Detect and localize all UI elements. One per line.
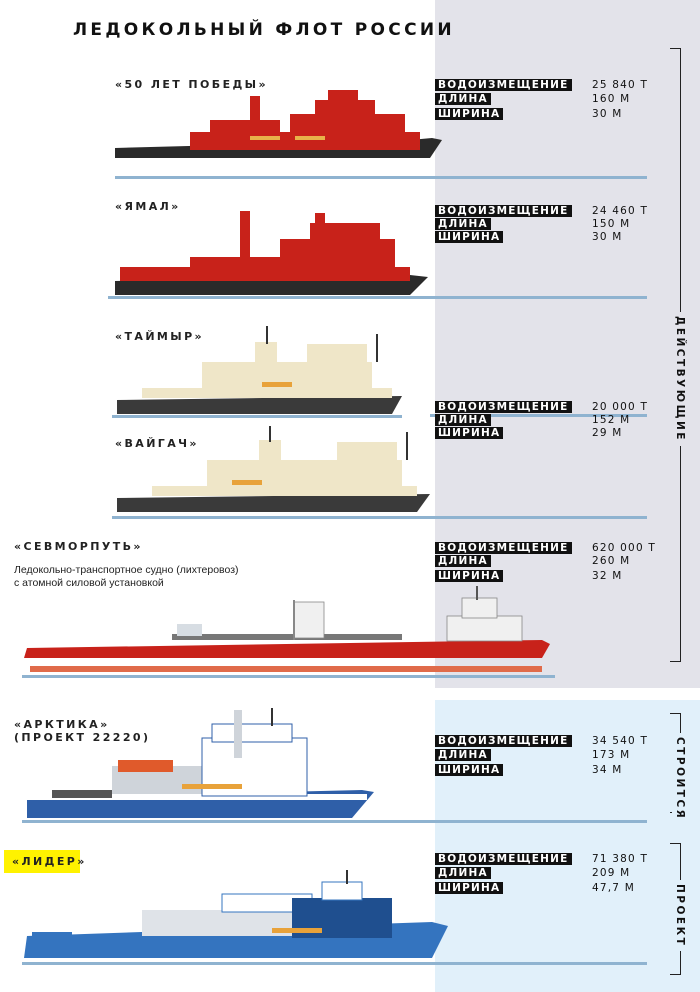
- spec-displacement-value: 34 540 Т: [592, 735, 649, 747]
- spec-label-length: ДЛИНА: [435, 218, 491, 230]
- spec-label-displacement: ВОДОИЗМЕЩЕНИЕ: [435, 542, 572, 554]
- ship-illustration-yamal: [115, 211, 428, 295]
- spec-width-value: 32 М: [592, 570, 623, 582]
- spec-length-value: 260 М: [592, 555, 631, 567]
- ship-description-line2: с атомной силовой установкой: [14, 577, 164, 589]
- waterline: [108, 296, 647, 299]
- group-label-active: ДЕЙСТВУЮЩИЕ: [672, 312, 688, 446]
- ship-description-line1: Ледокольно-транспортное судно (лихтерово…: [14, 564, 239, 576]
- spec-label-width: ШИРИНА: [435, 231, 504, 243]
- spec-width-value: 29 М: [592, 427, 623, 439]
- waterline: [115, 176, 647, 179]
- spec-label-width: ШИРИНА: [435, 764, 504, 776]
- spec-label-displacement: ВОДОИЗМЕЩЕНИЕ: [435, 401, 572, 413]
- spec-length-value: 152 М: [592, 414, 631, 426]
- spec-label-width: ШИРИНА: [435, 427, 504, 439]
- spec-length-value: 209 М: [592, 867, 631, 879]
- spec-label-length: ДЛИНА: [435, 749, 491, 761]
- waterline: [112, 415, 402, 418]
- spec-displacement-value: 620 000 Т: [592, 542, 656, 554]
- spec-width-value: 30 М: [592, 108, 623, 120]
- ship-illustration-lider: [24, 870, 448, 958]
- spec-label-displacement: ВОДОИЗМЕЩЕНИЕ: [435, 735, 572, 747]
- group-label-project: ПРОЕКТ: [672, 880, 688, 952]
- ship-illustration-vaigach: [117, 426, 430, 512]
- ship-project-arktika: (ПРОЕКТ 22220): [14, 731, 151, 744]
- spec-length-value: 173 М: [592, 749, 631, 761]
- spec-label-width: ШИРИНА: [435, 108, 504, 120]
- spec-width-value: 34 М: [592, 764, 623, 776]
- ship-illustration-arktika: [27, 708, 374, 818]
- group-label-building: СТРОИТСЯ: [672, 733, 688, 825]
- ship-name-50-let-pobedy: «50 ЛЕТ ПОБЕДЫ»: [115, 78, 268, 91]
- future-fleet-panel: [435, 700, 700, 992]
- highlight-marker: [4, 850, 80, 873]
- waterline: [22, 675, 555, 678]
- spec-length-value: 150 М: [592, 218, 631, 230]
- ship-illustration-50-let-pobedy: [115, 90, 442, 158]
- spec-label-width: ШИРИНА: [435, 882, 504, 894]
- ship-name-arktika: «АРКТИКА»: [14, 718, 110, 731]
- ship-name-taimyr: «ТАЙМЫР»: [115, 330, 205, 343]
- spec-width-value: 47,7 М: [592, 882, 635, 894]
- waterline: [430, 414, 647, 417]
- spec-label-displacement: ВОДОИЗМЕЩЕНИЕ: [435, 205, 572, 217]
- spec-label-displacement: ВОДОИЗМЕЩЕНИЕ: [435, 79, 572, 91]
- spec-label-length: ДЛИНА: [435, 414, 491, 426]
- spec-displacement-value: 71 380 Т: [592, 853, 649, 865]
- spec-label-length: ДЛИНА: [435, 867, 491, 879]
- ship-name-lider: «ЛИДЕР»: [12, 855, 87, 868]
- page-title: ЛЕДОКОЛЬНЫЙ ФЛОТ РОССИИ: [73, 20, 455, 40]
- waterline: [112, 516, 647, 519]
- spec-length-value: 160 М: [592, 93, 631, 105]
- spec-label-length: ДЛИНА: [435, 93, 491, 105]
- waterline: [22, 962, 647, 965]
- spec-width-value: 30 М: [592, 231, 623, 243]
- waterline: [22, 820, 647, 823]
- ship-name-sevmorput: «СЕВМОРПУТЬ»: [14, 540, 143, 553]
- ship-illustration-sevmorput: [24, 586, 550, 672]
- ship-name-vaigach: «ВАЙГАЧ»: [115, 437, 199, 450]
- ship-name-yamal: «ЯМАЛ»: [115, 200, 181, 213]
- spec-label-width: ШИРИНА: [435, 570, 504, 582]
- ship-illustration-taimyr: [117, 326, 402, 414]
- spec-label-displacement: ВОДОИЗМЕЩЕНИЕ: [435, 853, 572, 865]
- spec-label-length: ДЛИНА: [435, 555, 491, 567]
- spec-displacement-value: 25 840 Т: [592, 79, 649, 91]
- spec-displacement-value: 20 000 Т: [592, 401, 649, 413]
- spec-displacement-value: 24 460 Т: [592, 205, 649, 217]
